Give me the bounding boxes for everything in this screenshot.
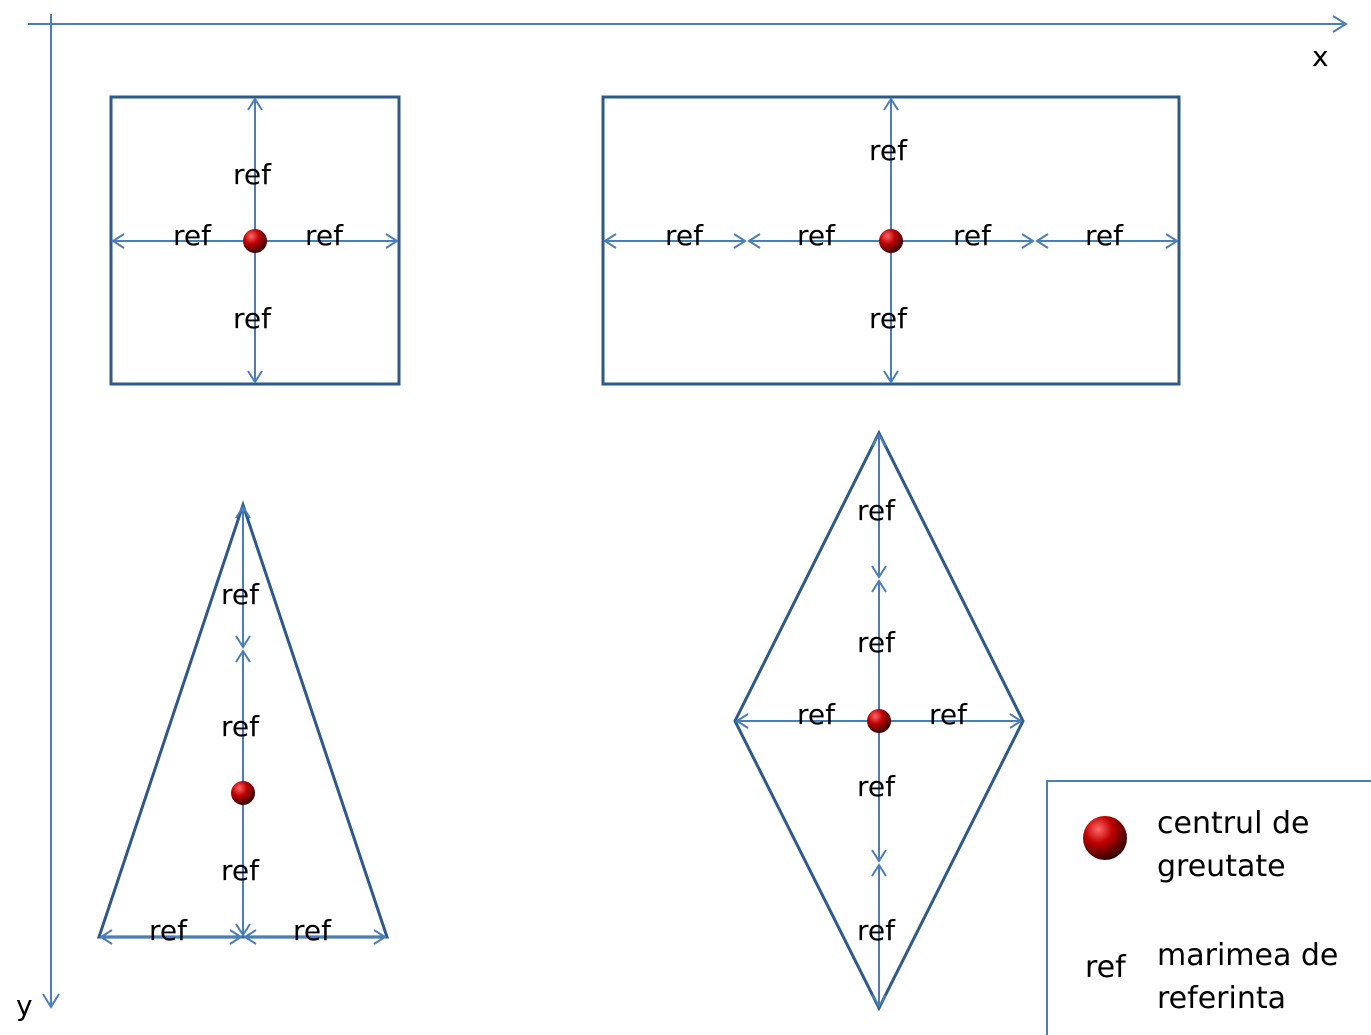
legend-centroid-line2: greutate — [1157, 849, 1286, 884]
rectangle-ref-bottom: ref — [869, 302, 908, 335]
legend-centroid-icon — [1083, 816, 1127, 860]
rhombus-ref-right: ref — [929, 698, 968, 731]
rhombus-ref-upper: ref — [857, 626, 896, 659]
triangle-ref-base-left: ref — [149, 914, 188, 947]
rectangle-ref-3: ref — [953, 219, 992, 252]
triangle-ref-top: ref — [221, 578, 260, 611]
triangle-ref-base-right: ref — [293, 914, 332, 947]
legend-ref-line1: marimea de — [1157, 938, 1338, 973]
legend-centroid-line1: centrul de — [1157, 806, 1309, 841]
legend-ref-symbol: ref — [1085, 950, 1127, 985]
x-axis — [28, 15, 1348, 33]
rhombus-ref-lower: ref — [857, 770, 896, 803]
rectangle-ref-4: ref — [1085, 219, 1124, 252]
y-axis — [42, 14, 60, 1009]
square-ref-top: ref — [233, 158, 272, 191]
rectangle-centroid — [879, 229, 903, 253]
triangle-ref-lower: ref — [221, 854, 260, 887]
rhombus-ref-left: ref — [797, 698, 836, 731]
y-axis-label: y — [16, 989, 33, 1022]
rectangle-ref-top: ref — [869, 134, 908, 167]
triangle-shape — [96, 500, 390, 939]
legend: centrul de greutate ref marimea de refer… — [1046, 780, 1371, 1035]
rhombus-ref-top: ref — [857, 494, 896, 527]
square-ref-bottom: ref — [233, 302, 272, 335]
rectangle-shape — [601, 95, 1181, 386]
rectangle-ref-2: ref — [797, 219, 836, 252]
square-centroid — [243, 229, 267, 253]
triangle-centroid — [231, 781, 255, 805]
square-ref-left: ref — [173, 219, 212, 252]
rhombus-ref-bottom: ref — [857, 914, 896, 947]
square-ref-right: ref — [305, 219, 344, 252]
rhombus-shape — [733, 429, 1025, 1012]
triangle-ref-middle: ref — [221, 710, 260, 743]
square-shape — [109, 95, 401, 386]
rectangle-ref-1: ref — [665, 219, 704, 252]
legend-ref-line2: referinta — [1157, 981, 1286, 1016]
rhombus-centroid — [867, 709, 891, 733]
x-axis-label: x — [1312, 40, 1329, 73]
